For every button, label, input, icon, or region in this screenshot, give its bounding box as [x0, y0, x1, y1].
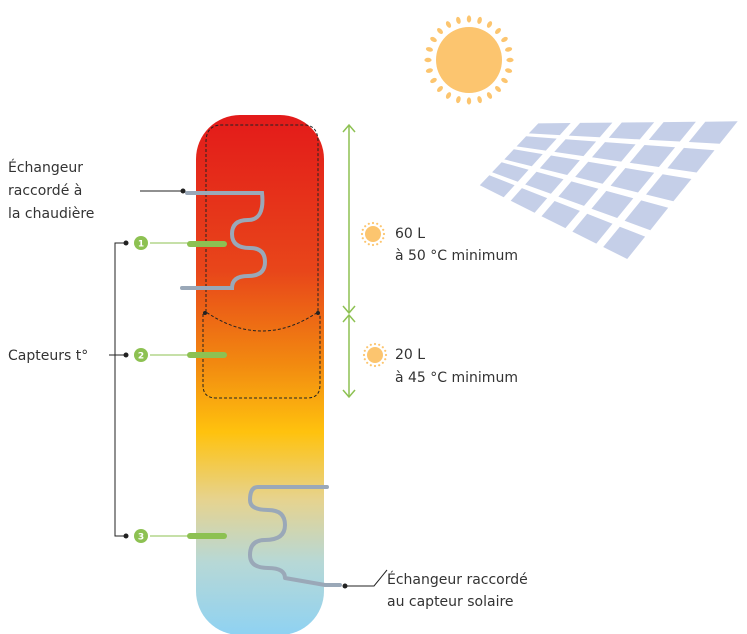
- solar-cell: [528, 123, 571, 136]
- solar-cell: [516, 136, 557, 151]
- sensor-badge-3: 3: [134, 529, 148, 543]
- sensor-number-3: 3: [138, 533, 144, 543]
- solar-cell: [510, 188, 548, 213]
- sun-ray: [437, 86, 443, 92]
- sun-ray: [495, 28, 501, 34]
- boiler-exchanger-line-2: raccordé à: [8, 183, 82, 199]
- solar-exchanger-coil: [248, 485, 342, 587]
- sensor-badge-2: 2: [134, 348, 148, 362]
- boiler-exchanger-coil: [180, 191, 268, 290]
- boiler-exchanger-line-3: la chaudière: [8, 206, 94, 222]
- sun-ray: [486, 21, 493, 28]
- sun-ray: [445, 21, 452, 28]
- sun-ray: [477, 96, 482, 104]
- solar-cell: [592, 142, 636, 162]
- solar-cell: [688, 121, 738, 144]
- sun-ray: [466, 97, 472, 105]
- solar-exchanger-line-1: Échangeur raccordé: [387, 571, 528, 588]
- sun-ray: [430, 36, 437, 43]
- zone-60l: 60 L à 50 °C minimum: [360, 221, 518, 264]
- solar-cell: [629, 145, 676, 167]
- solar-cell: [492, 162, 529, 182]
- solar-cell: [603, 226, 646, 259]
- sun-ray: [437, 28, 443, 34]
- solar-cell: [610, 168, 655, 193]
- sun-ray: [424, 57, 432, 63]
- sun-ray: [425, 68, 433, 73]
- solar-cell: [479, 175, 515, 198]
- solar-cell: [504, 149, 543, 167]
- sun-icon: [424, 15, 514, 105]
- sun-ray: [505, 47, 513, 52]
- solar-cell: [667, 147, 715, 173]
- solar-cell: [554, 139, 597, 157]
- warm-zone-20l-outline: [202, 314, 321, 399]
- small-sun-icon: [360, 221, 386, 247]
- sensor-bar-3: [187, 533, 227, 539]
- sensor-badge-1: 1: [134, 236, 148, 250]
- sun-ray: [456, 16, 461, 24]
- sensors-label: Capteurs t°: [8, 348, 88, 364]
- solar-cell: [624, 200, 669, 231]
- sun-ray: [456, 96, 461, 104]
- sun-ray: [505, 68, 513, 73]
- sun-ray: [506, 57, 514, 63]
- hot-zone-60l-outline: [205, 124, 319, 332]
- solar-cell: [591, 190, 634, 218]
- zone-60l-volume: 60 L: [395, 226, 425, 242]
- boiler-exchanger-label: Échangeur raccordé à la chaudière: [8, 159, 94, 222]
- zone-60l-temperature: à 50 °C minimum: [395, 248, 518, 264]
- solar-cell: [648, 121, 696, 142]
- sun-ray: [466, 15, 472, 23]
- solar-cell: [572, 213, 613, 244]
- sensor-number-2: 2: [138, 352, 144, 362]
- small-sun-icon: [362, 342, 388, 368]
- zone-arrows: [342, 123, 356, 399]
- solar-cell: [646, 174, 692, 202]
- solar-panel-icon: [479, 121, 738, 259]
- solar-cell: [539, 155, 580, 175]
- sun-ray: [477, 16, 482, 24]
- sun-ray: [430, 77, 437, 84]
- sensor-bar-1: [187, 241, 227, 247]
- zone-20l-volume: 20 L: [395, 347, 425, 363]
- solar-cell: [608, 122, 655, 140]
- solar-exchanger-label: Échangeur raccordé au capteur solaire: [387, 571, 528, 610]
- solar-cell: [558, 181, 599, 206]
- sun-ray: [445, 92, 452, 99]
- solar-exchanger-line-2: au capteur solaire: [387, 594, 514, 610]
- solar-cell: [541, 201, 580, 229]
- solar-cell: [575, 161, 617, 184]
- zone-20l-temperature: à 45 °C minimum: [395, 370, 518, 386]
- sun-ray: [501, 77, 508, 84]
- sun-ray: [495, 86, 501, 92]
- zone-20l: 20 L à 45 °C minimum: [362, 342, 518, 386]
- water-tank: [180, 115, 342, 634]
- sensor-number-1: 1: [138, 240, 144, 250]
- sun-ray: [501, 36, 508, 43]
- boiler-exchanger-line-1: Échangeur: [8, 159, 83, 176]
- sensor-bar-2: [187, 352, 227, 358]
- sensor-bracket: [109, 242, 190, 537]
- sun-ray: [486, 92, 493, 99]
- solar-cell: [568, 122, 613, 138]
- sun-ray: [425, 47, 433, 52]
- solar-cell: [525, 171, 564, 194]
